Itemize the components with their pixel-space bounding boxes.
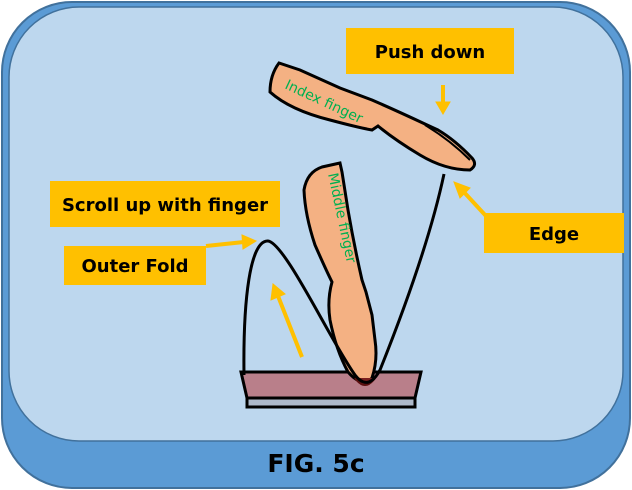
edge-label: Edge xyxy=(529,224,579,245)
figure-label: FIG. 5c xyxy=(267,449,364,478)
scroll-up-arrow xyxy=(276,295,304,358)
index-finger xyxy=(268,61,477,172)
middle-finger xyxy=(302,161,378,384)
outer-fold-box xyxy=(64,246,206,285)
edge-arrow xyxy=(460,188,488,218)
scroll-up-arrowhead xyxy=(270,283,286,301)
outer-fold-label: Outer Fold xyxy=(81,256,188,277)
touch-surface xyxy=(239,370,423,400)
edge-arrowhead xyxy=(453,181,471,199)
edge-box xyxy=(484,213,624,253)
scroll-up-box xyxy=(50,181,280,227)
push-down-box xyxy=(346,28,514,74)
surface-base xyxy=(245,396,417,409)
fingernail xyxy=(424,124,471,161)
arrows xyxy=(205,85,488,358)
outer-fold-arrow xyxy=(205,240,245,248)
push-down-arrowhead xyxy=(435,101,451,115)
outer-fold-line xyxy=(242,173,446,384)
outer-fold-arrowhead xyxy=(241,234,258,250)
scroll-up-label: Scroll up with finger xyxy=(62,195,268,216)
push-down-label: Push down xyxy=(375,42,486,63)
